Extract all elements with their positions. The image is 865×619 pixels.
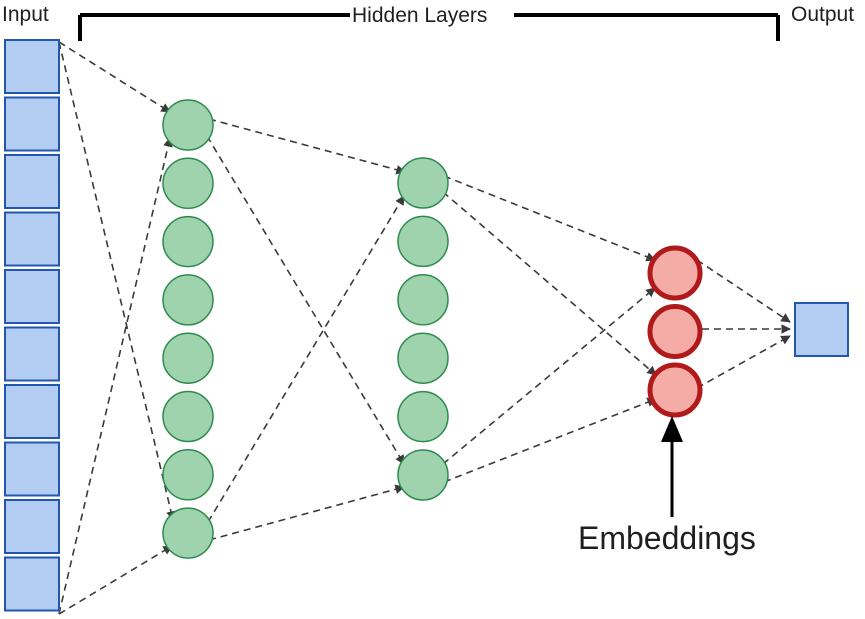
node-hidden-2-1[interactable]: [397, 157, 449, 209]
connection-line: [208, 118, 406, 175]
node-hidden-1-3[interactable]: [162, 215, 214, 268]
connection-line: [58, 545, 173, 615]
node-embeddings-1[interactable]: [647, 245, 703, 301]
node-hidden-1-2[interactable]: [162, 157, 214, 210]
output-layer-label: Output: [791, 3, 855, 26]
connection-line: [208, 484, 405, 541]
connection-line: [443, 397, 657, 483]
node-hidden-1-8[interactable]: [162, 507, 214, 559]
connection-line: [58, 41, 176, 521]
node-input-2[interactable]: [4, 96, 60, 152]
node-hidden-1-1[interactable]: [162, 99, 214, 151]
connection-line: [696, 259, 791, 323]
node-input-9[interactable]: [4, 499, 60, 554]
hidden-layers-label: Hidden Layers: [352, 4, 488, 27]
node-input-5[interactable]: [4, 269, 60, 324]
node-hidden-1-6[interactable]: [162, 390, 214, 443]
node-embeddings-3[interactable]: [647, 362, 703, 418]
node-hidden-2-5[interactable]: [397, 390, 449, 443]
connection-line: [58, 41, 171, 113]
connection-line: [443, 175, 656, 262]
arrow-head: [661, 416, 683, 442]
hidden-layers-bracket: [78, 13, 780, 41]
node-input-4[interactable]: [4, 211, 60, 267]
node-input-1[interactable]: [4, 39, 60, 94]
connection-line: [442, 191, 657, 376]
node-hidden-1-5[interactable]: [162, 332, 214, 384]
node-input-6[interactable]: [4, 326, 60, 382]
node-output-1[interactable]: [794, 302, 849, 357]
input-layer-label: Input: [2, 3, 49, 26]
node-hidden-1-7[interactable]: [162, 449, 214, 501]
connection-line: [206, 135, 405, 465]
embeddings-label: Embeddings: [578, 520, 756, 556]
node-input-10[interactable]: [4, 556, 60, 612]
node-embeddings-2[interactable]: [647, 304, 703, 359]
node-input-7[interactable]: [4, 384, 60, 439]
node-input-8[interactable]: [4, 441, 60, 497]
connection-line: [58, 137, 173, 615]
embeddings-pointer-arrow: [661, 416, 683, 517]
connection-line: [442, 287, 656, 465]
node-hidden-1-4[interactable]: [162, 274, 214, 326]
node-input-3[interactable]: [4, 154, 60, 209]
node-hidden-2-3[interactable]: [397, 274, 449, 326]
connection-line: [696, 335, 791, 389]
node-hidden-2-6[interactable]: [397, 449, 449, 501]
node-hidden-2-2[interactable]: [397, 215, 449, 268]
connection-line: [207, 195, 405, 523]
node-hidden-2-4[interactable]: [397, 332, 449, 384]
